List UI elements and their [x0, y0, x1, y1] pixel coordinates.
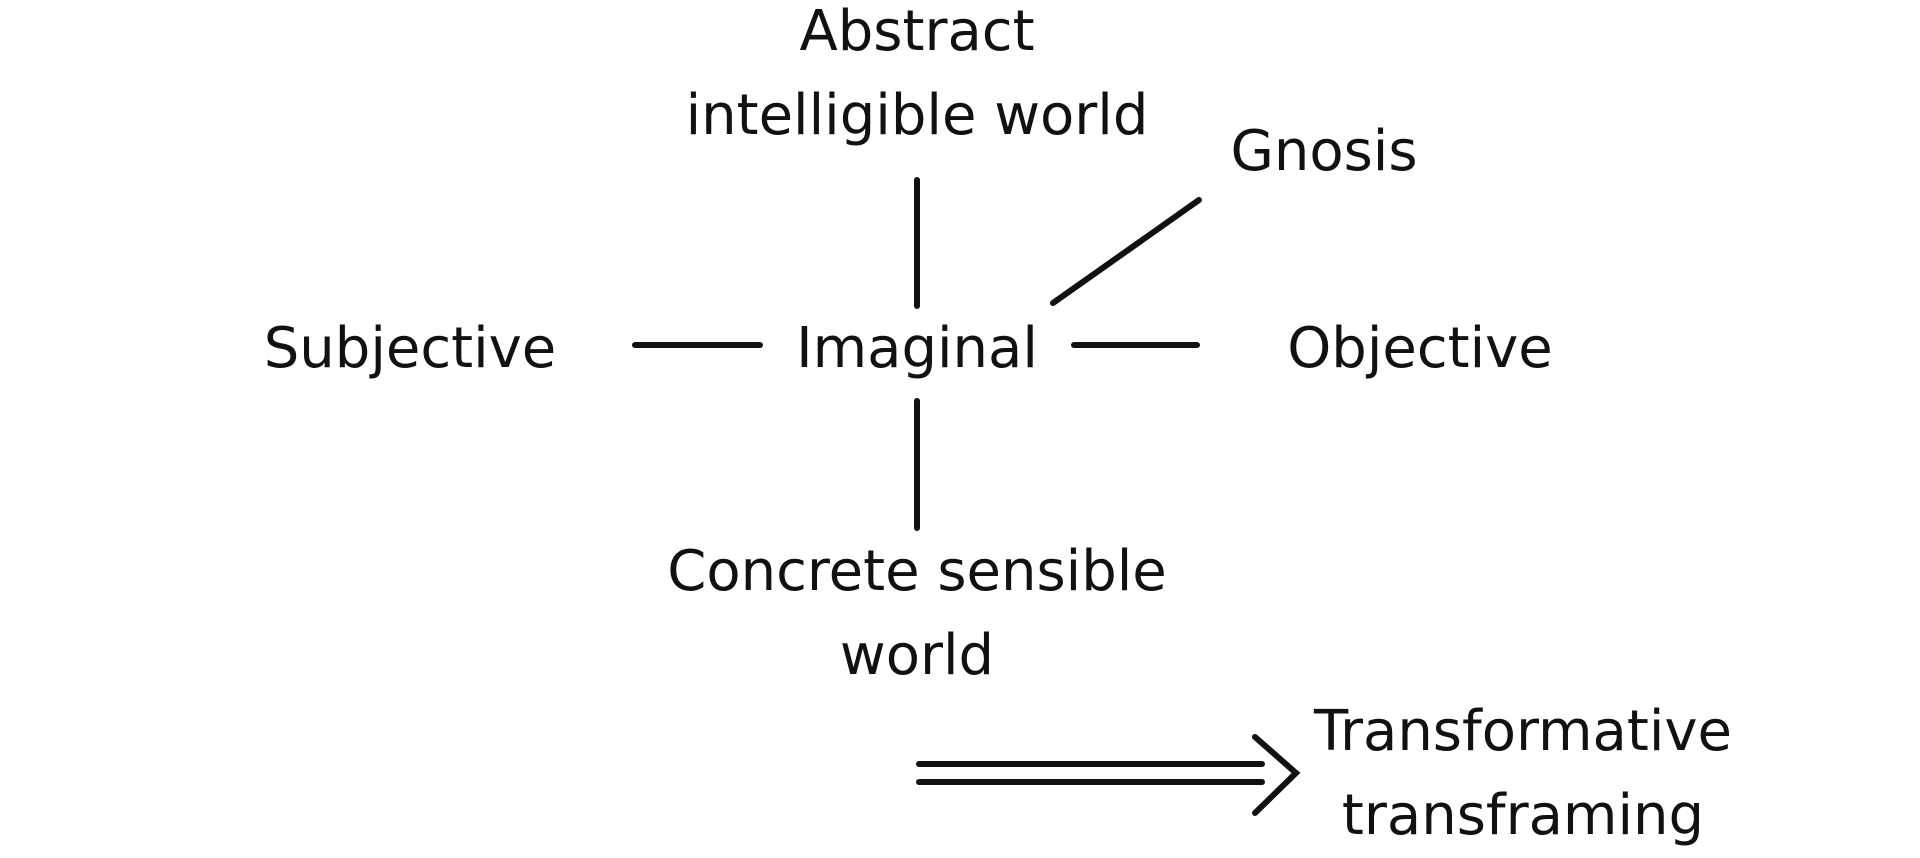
node-objective-label: Objective: [1287, 316, 1553, 381]
node-concrete-line-1: Concrete sensible: [667, 539, 1167, 604]
node-abstract-line-2: intelligible world: [685, 83, 1149, 148]
node-objective: Objective: [1220, 307, 1620, 391]
node-subjective-label: Subjective: [263, 316, 557, 381]
node-transformative-transframing: Transformative transframing: [1223, 690, 1823, 858]
node-gnosis-label: Gnosis: [1230, 119, 1418, 184]
node-transform-line-2: transframing: [1341, 783, 1705, 848]
node-imaginal: Imaginal: [717, 307, 1117, 391]
node-concrete-sensible-world: Concrete sensible world: [597, 530, 1237, 698]
node-abstract-line-1: Abstract: [799, 0, 1035, 64]
node-gnosis: Gnosis: [1124, 110, 1524, 194]
node-subjective: Subjective: [210, 307, 610, 391]
node-imaginal-label: Imaginal: [796, 316, 1038, 381]
edge-imaginal-gnosis: [1050, 197, 1202, 306]
double-arrow-icon: [916, 734, 1301, 816]
node-transform-line-1: Transformative: [1314, 699, 1732, 764]
node-abstract-intelligible-world: Abstract intelligible world: [617, 0, 1217, 158]
node-concrete-line-2: world: [839, 623, 995, 688]
